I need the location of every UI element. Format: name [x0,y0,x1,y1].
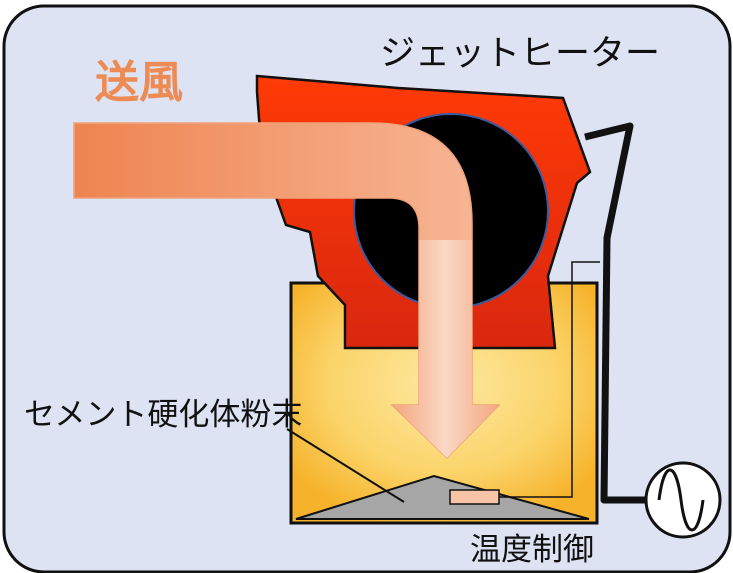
powder-leader-line [286,428,405,503]
jet-heater-label: ジェットヒーター [380,34,660,74]
temperature-sensor [449,489,500,505]
airflow-label: 送風 [95,57,183,108]
power-cable [584,122,645,504]
airflow-arrow-head [392,240,499,458]
sensor-wire [499,261,600,498]
cement-powder-label: セメント硬化体粉末 [24,397,302,433]
ac-sine-wave-icon [644,461,722,539]
temperature-control-label: 温度制御 [470,532,594,568]
